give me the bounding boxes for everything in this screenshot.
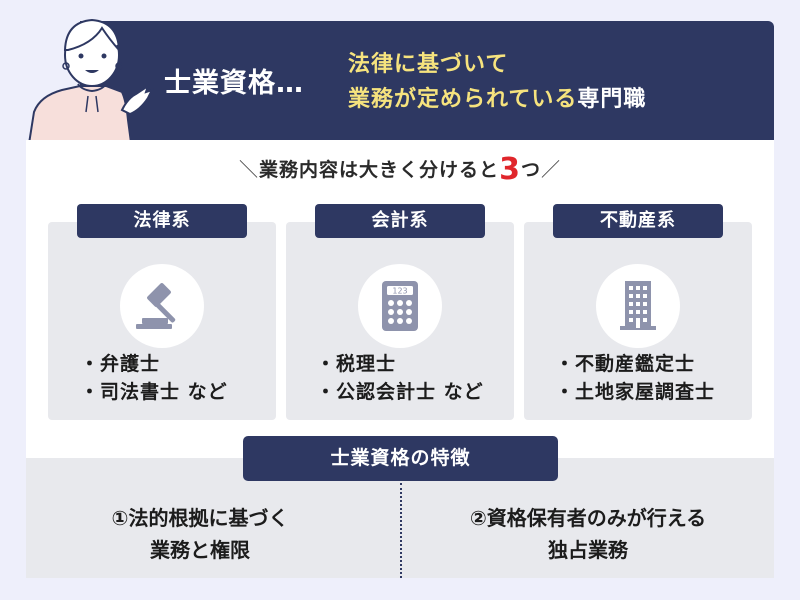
gavel-icon [136,283,176,329]
category-label-real-estate: 不動産系 [553,204,723,238]
category-label-legal: 法律系 [77,204,247,238]
icon-circle-legal [120,264,204,348]
svg-text:123: 123 [392,287,407,296]
header-subtitle-highlight: 業務が定められている [348,87,578,112]
feature-item-1: ①法的根拠に基づく 業務と権限 [20,502,380,566]
features-title: 士業資格の特徴 [243,436,558,481]
header-subtitle-tail: 専門職 [577,87,647,112]
lead-text: ＼業務内容は大きく分けると3つ／ [0,152,800,187]
feature-item-2-line1: ②資格保有者のみが行える [469,506,707,530]
lead-suffix: つ [520,159,541,181]
list-item: 司法書士 など [80,378,228,406]
list-item: 税理士 [316,350,484,378]
list-item: 公認会計士 など [316,378,484,406]
list-item: 土地家屋調査士 [555,378,715,406]
features-divider [400,483,402,578]
header-subtitle-line2: 業務が定められている専門職 [348,82,646,117]
woman-illustration-icon [26,18,154,150]
list-item: 弁護士 [80,350,228,378]
building-icon [620,281,656,330]
icon-circle-accounting: 123 [358,264,442,348]
header-subtitle-line1: 法律に基づいて [348,52,509,77]
list-item: 不動産鑑定士 [555,350,715,378]
feature-item-2-line2: 独占業務 [548,538,628,562]
category-list-accounting: 税理士 公認会計士 など [316,350,484,406]
header-banner: 士業資格… 法律に基づいて 業務が定められている専門職 [80,21,774,140]
feature-item-2: ②資格保有者のみが行える 独占業務 [408,502,768,566]
feature-item-1-line2: 業務と権限 [150,538,250,562]
calculator-icon: 123 [382,281,418,331]
category-label-accounting: 会計系 [315,204,485,238]
lead-left-slash: ＼ [239,159,260,181]
header-title: 士業資格… [164,68,304,99]
lead-number: 3 [499,152,521,187]
feature-item-1-line1: ①法的根拠に基づく [111,506,289,530]
icon-circle-real-estate [596,264,680,348]
category-list-legal: 弁護士 司法書士 など [80,350,228,406]
lead-right-slash: ／ [540,159,561,181]
lead-main-text: 業務内容は大きく分けると [259,159,500,181]
category-list-real-estate: 不動産鑑定士 土地家屋調査士 [555,350,715,406]
header-subtitle: 法律に基づいて 業務が定められている専門職 [348,47,646,117]
